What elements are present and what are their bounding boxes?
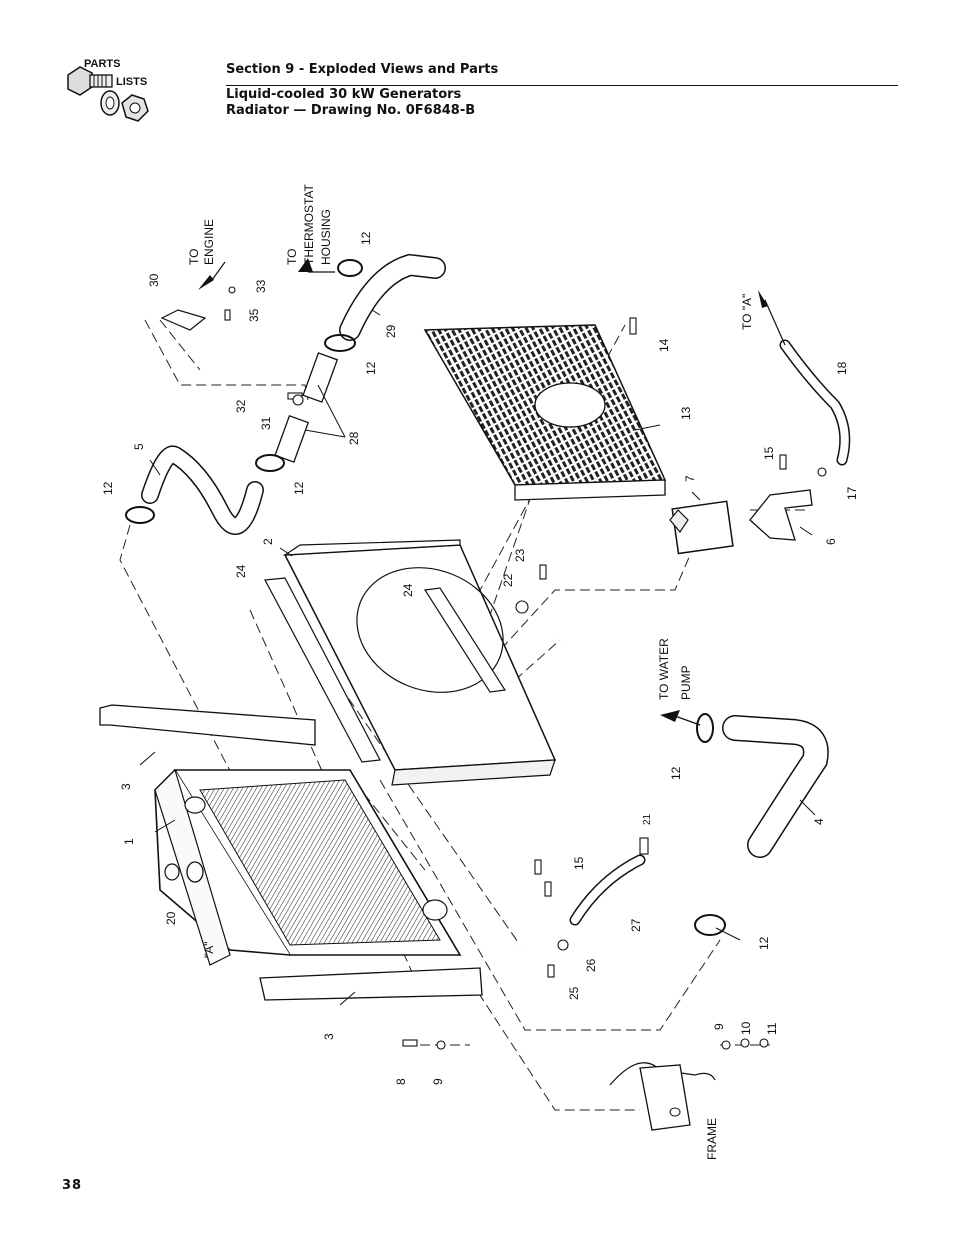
label-engine: ENGINE	[202, 219, 216, 265]
fan-shroud	[264, 539, 557, 786]
label-to-water: TO WATER	[657, 638, 671, 700]
logo-text-lists: LISTS	[116, 76, 147, 88]
callout-28: 28	[347, 431, 361, 445]
callout-22: 22	[501, 573, 515, 587]
flow-arrows	[198, 258, 768, 722]
frame-section	[609, 1062, 716, 1131]
doc-subtitle: Liquid-cooled 30 kW Generators	[226, 87, 462, 102]
callout-8: 8	[394, 1078, 408, 1085]
callout-23: 23	[513, 548, 527, 562]
drain-cap	[186, 861, 204, 883]
callout-35: 35	[247, 308, 261, 322]
callout-15-left: 15	[572, 856, 586, 870]
drawing-title: Radiator — Drawing No. 0F6848-B	[226, 103, 476, 118]
callout-12-c: 12	[364, 361, 378, 375]
label-frame: FRAME	[705, 1118, 719, 1160]
label-housing: HOUSING	[319, 209, 333, 265]
callout-30: 30	[147, 273, 161, 287]
tube-lower	[274, 414, 310, 463]
callout-9-right: 9	[712, 1023, 726, 1030]
callout-20: 20	[164, 911, 178, 925]
callout-5: 5	[132, 443, 146, 450]
callout-12-f: 12	[757, 936, 771, 950]
callout-4: 4	[812, 818, 826, 825]
callout-24-left: 24	[234, 564, 248, 578]
callout-3-bottom: 3	[322, 1033, 336, 1040]
callout-13: 13	[679, 406, 693, 420]
callout-12-a: 12	[101, 481, 115, 495]
callout-2: 2	[261, 538, 275, 545]
callout-27: 27	[629, 918, 643, 932]
callout-3-top: 3	[119, 783, 133, 790]
callout-12-b: 12	[292, 481, 306, 495]
hose-clamps	[125, 259, 726, 936]
callout-14: 14	[657, 338, 671, 352]
callout-10: 10	[739, 1021, 753, 1035]
callout-31: 31	[259, 416, 273, 430]
callout-29: 29	[384, 324, 398, 338]
callout-1: 1	[122, 838, 136, 845]
callout-12-d: 12	[359, 231, 373, 245]
callout-6: 6	[824, 538, 838, 545]
callout-33: 33	[254, 279, 268, 293]
drain-fitting	[164, 863, 180, 881]
callout-25: 25	[567, 986, 581, 1000]
callout-17: 17	[845, 486, 859, 500]
callout-18: 18	[835, 361, 849, 375]
parts-lists-logo: PARTS LISTS	[67, 58, 149, 122]
callout-7: 7	[683, 475, 697, 482]
label-quote-a: "A"	[202, 941, 216, 958]
section-title: Section 9 - Exploded Views and Parts	[226, 62, 499, 77]
callout-24-right: 24	[401, 583, 415, 597]
callout-21: 21	[642, 813, 653, 825]
grille-guard	[423, 324, 667, 501]
callout-32: 32	[234, 399, 248, 413]
fasteners	[224, 286, 827, 1050]
overflow-tank	[669, 500, 734, 555]
callout-9-left: 9	[431, 1078, 445, 1085]
logo-text-parts: PARTS	[84, 58, 120, 70]
bracket-engine	[160, 309, 207, 331]
callout-26: 26	[584, 958, 598, 972]
label-thermostat: THERMOSTAT	[302, 183, 316, 265]
label-pump: PUMP	[679, 665, 693, 700]
callout-11: 11	[765, 1022, 779, 1035]
channel-top	[99, 704, 316, 746]
tank-bracket	[749, 489, 813, 541]
label-to-thermostat-to: TO	[285, 249, 299, 265]
page-number: 38	[62, 1178, 83, 1193]
leader-lines	[139, 309, 816, 1006]
channel-bottom	[259, 967, 483, 1001]
label-to-engine-to: TO	[187, 249, 201, 265]
label-to-a: TO "A"	[740, 294, 754, 330]
callout-12-e: 12	[669, 766, 683, 780]
callout-15-right: 15	[762, 446, 776, 460]
header-rule	[226, 85, 898, 86]
tube-upper	[302, 352, 339, 403]
